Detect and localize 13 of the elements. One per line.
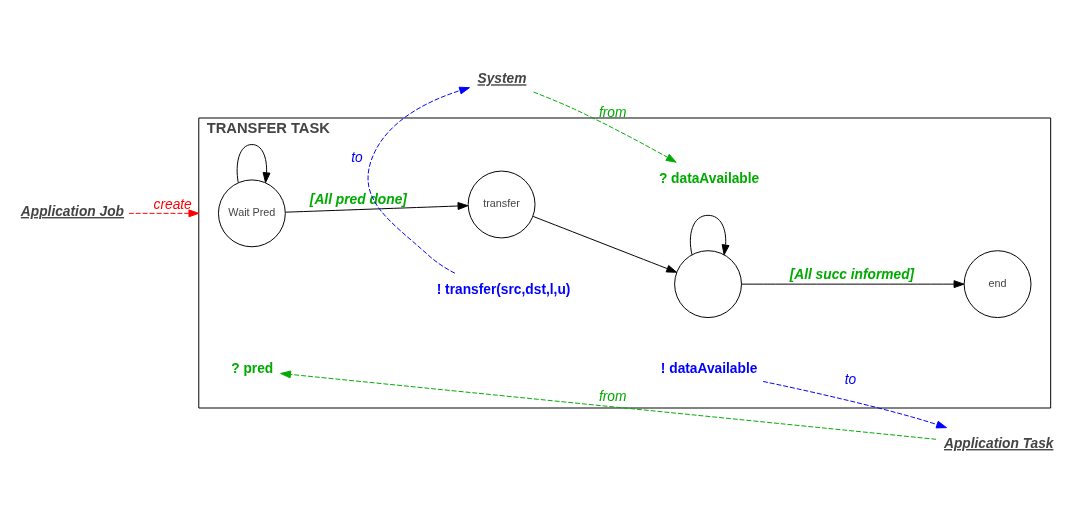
node-text: ? pred <box>231 361 274 377</box>
edge-label: [All succ informed] <box>789 267 915 283</box>
edge-label: from <box>598 389 627 405</box>
node-text: ? dataAvailable <box>658 170 760 186</box>
edge-label: to <box>351 149 363 165</box>
node-text: ! dataAvailable <box>660 361 758 377</box>
node-text: ! transfer(src,dst,l,u) <box>436 281 571 297</box>
node-text: System <box>477 71 527 87</box>
edge-label: [All pred done] <box>309 191 407 207</box>
node-text: Application Task <box>944 436 1054 452</box>
edge-label: to <box>844 371 857 387</box>
edge-label: create <box>153 196 192 212</box>
node-text: Application Job <box>20 204 124 220</box>
